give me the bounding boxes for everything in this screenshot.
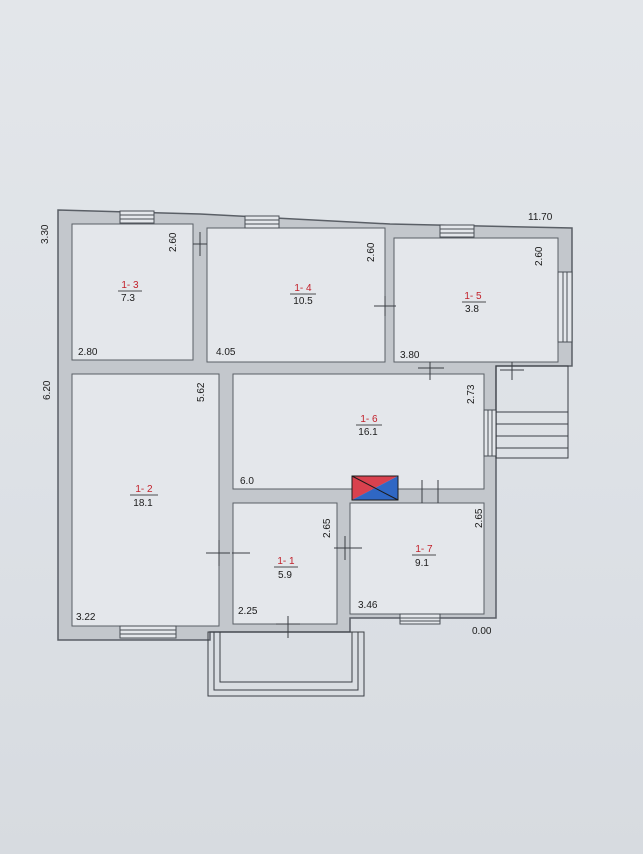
- room-3-floor: [71, 223, 194, 361]
- room-label-3: 1- 3 7.3: [118, 280, 142, 304]
- svg-text:9.1: 9.1: [415, 558, 429, 569]
- dim-left-side: 6.20: [42, 380, 53, 400]
- svg-text:1- 4: 1- 4: [294, 283, 312, 294]
- svg-text:7.3: 7.3: [121, 293, 135, 304]
- dim-room5-width: 3.80: [400, 350, 420, 361]
- window-bottom-room2: [119, 625, 177, 639]
- room-label-1: 1- 1 5.9: [274, 556, 298, 581]
- room-label-2: 1- 2 18.1: [130, 484, 158, 509]
- room-2-floor: [71, 373, 220, 627]
- dim-room4-height: 2.60: [366, 242, 377, 262]
- dim-room4-width: 4.05: [216, 347, 236, 358]
- svg-text:1- 2: 1- 2: [135, 484, 153, 495]
- room-1-floor: [232, 502, 338, 625]
- window-bottom-room7: [399, 613, 441, 625]
- svg-text:1- 5: 1- 5: [464, 291, 482, 302]
- svg-text:1- 3: 1- 3: [121, 280, 139, 291]
- window-top-middle: [244, 215, 280, 229]
- svg-text:1- 1: 1- 1: [277, 556, 295, 567]
- window-top-left: [119, 210, 155, 224]
- window-right-room5: [557, 271, 573, 343]
- room-label-7: 1- 7 9.1: [412, 544, 436, 569]
- svg-text:1- 7: 1- 7: [415, 544, 433, 555]
- room-4-floor: [206, 227, 386, 363]
- dim-room3-width: 2.80: [78, 347, 98, 358]
- room-label-6: 1- 6 16.1: [356, 414, 382, 438]
- front-porch: [207, 631, 365, 697]
- dim-room1-height: 2.65: [322, 518, 333, 538]
- svg-text:10.5: 10.5: [293, 296, 313, 307]
- room-7-floor: [349, 502, 485, 615]
- window-right-room6: [483, 409, 497, 457]
- right-porch-steps: [495, 365, 569, 459]
- dim-room2-height: 5.62: [196, 382, 207, 402]
- dim-top-left-height: 3.30: [40, 224, 51, 244]
- dim-room7-height: 2.65: [474, 508, 485, 528]
- svg-text:5.9: 5.9: [278, 570, 292, 581]
- door-marks: [193, 232, 524, 638]
- dim-top-right-width: 11.70: [528, 212, 553, 223]
- room-5-floor: [393, 237, 559, 363]
- window-top-right: [439, 224, 475, 238]
- dim-room6-width: 6.0: [240, 476, 254, 487]
- stove-block: [351, 475, 399, 501]
- room-label-5: 1- 5 3.8: [462, 291, 486, 315]
- svg-text:3.8: 3.8: [465, 304, 479, 315]
- svg-text:16.1: 16.1: [358, 427, 378, 438]
- dim-room1-width: 2.25: [238, 606, 258, 617]
- dim-origin: 0.00: [472, 626, 492, 637]
- windows: [119, 210, 573, 639]
- room-6-floor: [232, 373, 485, 490]
- svg-text:1- 6: 1- 6: [360, 414, 378, 425]
- svg-text:18.1: 18.1: [133, 498, 153, 509]
- dim-room7-width: 3.46: [358, 600, 378, 611]
- dim-room2-width: 3.22: [76, 612, 96, 623]
- room-label-4: 1- 4 10.5: [290, 283, 316, 307]
- dim-room6-height: 2.73: [466, 384, 477, 404]
- dim-room3-height: 2.60: [168, 232, 179, 252]
- dim-room5-height: 2.60: [534, 246, 545, 266]
